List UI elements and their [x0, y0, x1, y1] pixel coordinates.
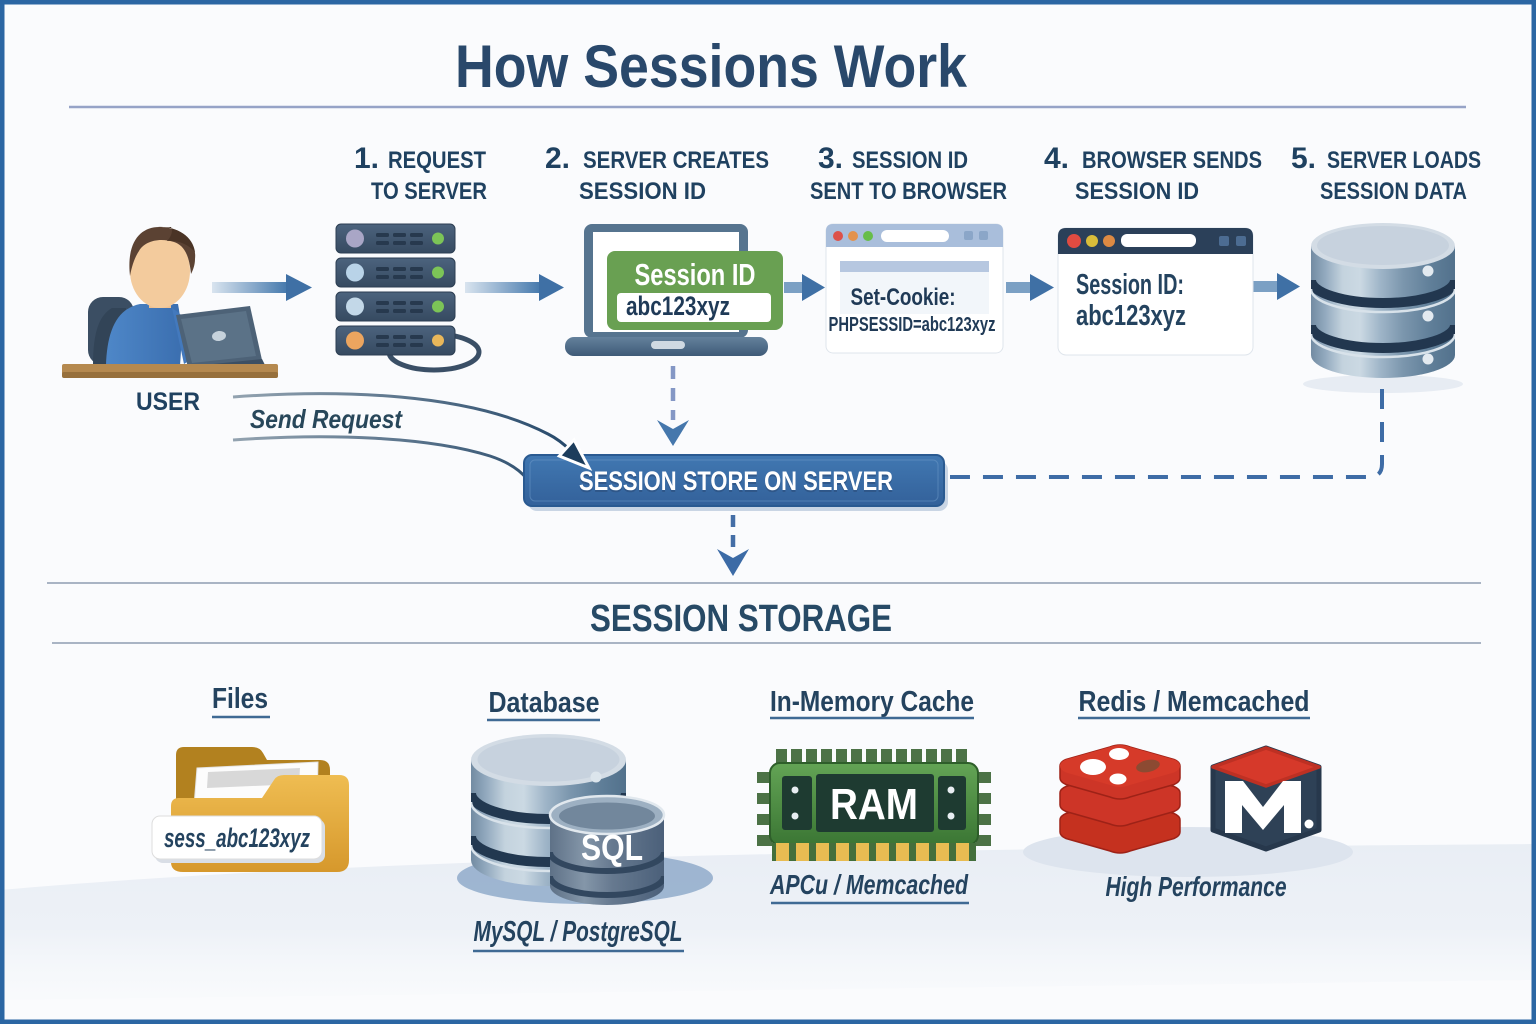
svg-text:How Sessions Work: How Sessions Work [455, 33, 968, 100]
svg-text:Files: Files [212, 683, 268, 715]
svg-text:SESSION STORAGE: SESSION STORAGE [590, 598, 892, 640]
svg-text:PHPSESSID=abc123xyz: PHPSESSID=abc123xyz [829, 314, 996, 336]
svg-text:1.: 1. [354, 142, 379, 175]
svg-text:2.: 2. [545, 142, 570, 175]
svg-text:SQL: SQL [581, 827, 643, 868]
svg-text:In-Memory Cache: In-Memory Cache [770, 686, 974, 718]
svg-text:Session ID:: Session ID: [1076, 269, 1184, 301]
svg-text:4.: 4. [1044, 142, 1069, 175]
svg-text:RAM: RAM [830, 780, 918, 829]
svg-text:REQUEST: REQUEST [388, 147, 486, 174]
svg-text:High Performance: High Performance [1106, 871, 1287, 902]
svg-text:TO SERVER: TO SERVER [371, 178, 487, 205]
svg-text:5.: 5. [1291, 142, 1316, 175]
svg-text:Set-Cookie:: Set-Cookie: [851, 284, 956, 311]
svg-text:SERVER CREATES: SERVER CREATES [583, 147, 769, 174]
svg-text:SENT TO BROWSER: SENT TO BROWSER [810, 178, 1007, 205]
svg-text:SESSION ID: SESSION ID [1075, 178, 1199, 205]
svg-text:sess_abc123xyz: sess_abc123xyz [164, 823, 310, 853]
svg-text:SESSION STORE ON SERVER: SESSION STORE ON SERVER [579, 468, 893, 498]
svg-text:SESSION ID: SESSION ID [579, 178, 706, 205]
svg-text:SESSION STORE ON SERVER: SESSION STORE ON SERVER [579, 466, 893, 496]
svg-text:Send Request: Send Request [250, 404, 403, 434]
svg-text:SERVER LOADS: SERVER LOADS [1327, 147, 1481, 174]
svg-text:Redis / Memcached: Redis / Memcached [1079, 686, 1310, 718]
svg-text:abc123xyz: abc123xyz [1076, 300, 1186, 332]
svg-text:APCu / Memcached: APCu / Memcached [769, 869, 968, 900]
svg-text:MySQL / PostgreSQL: MySQL / PostgreSQL [474, 916, 683, 948]
svg-text:3.: 3. [818, 142, 843, 175]
svg-text:Database: Database [489, 687, 600, 719]
svg-text:USER: USER [136, 388, 200, 416]
svg-text:Session ID: Session ID [635, 257, 756, 292]
svg-text:abc123xyz: abc123xyz [626, 291, 730, 321]
svg-text:SESSION DATA: SESSION DATA [1320, 178, 1467, 205]
svg-text:SESSION ID: SESSION ID [852, 147, 968, 174]
svg-text:BROWSER SENDS: BROWSER SENDS [1082, 147, 1262, 174]
